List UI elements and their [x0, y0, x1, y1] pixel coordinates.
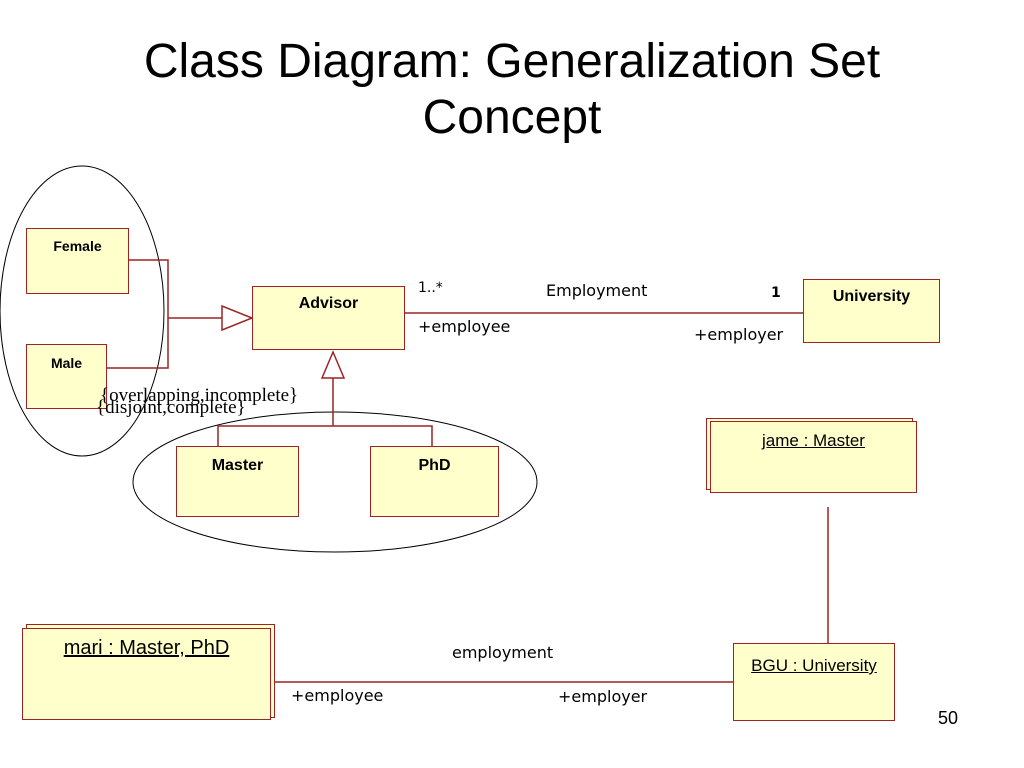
class-male: Male — [26, 344, 107, 409]
multiplicity-advisor: 1..* — [418, 280, 443, 296]
gs-label-disjoint: {disjoint,complete} — [96, 397, 246, 418]
slide-title-line1: Class Diagram: Generalization Set — [143, 35, 881, 88]
class-advisor: Advisor — [252, 286, 405, 350]
link-name: employment — [452, 643, 554, 662]
class-female: Female — [26, 228, 129, 294]
class-female-name: Female — [53, 238, 102, 254]
female-generalization-line — [129, 259, 169, 318]
degree-generalization-arrowhead — [320, 350, 346, 379]
gs-label-overlapping: {overlapping,incomplete} — [100, 385, 299, 406]
object-mari: mari : Master, PhD — [22, 628, 271, 720]
object-mari-name: mari : Master, PhD — [63, 637, 230, 659]
class-university-name: University — [832, 288, 911, 305]
gender-set-ellipse — [0, 165, 165, 457]
multiplicity-university: 1 — [771, 285, 781, 301]
role-employer: +employer — [694, 325, 784, 344]
slide-title: Class Diagram: Generalization Set Concep… — [0, 34, 1024, 146]
role-employee: +employee — [418, 317, 511, 336]
class-university: University — [803, 279, 940, 343]
degree-set-ellipse — [132, 411, 538, 553]
object-bgu-name: BGU : University — [751, 656, 877, 675]
page-number: 50 — [938, 708, 959, 728]
gender-generalization-arrowhead — [221, 304, 255, 332]
class-master-name: Master — [211, 457, 264, 474]
male-generalization-line — [107, 318, 169, 369]
class-phd: PhD — [370, 446, 499, 517]
link-role-employee: +employee — [291, 686, 384, 705]
slide-title-line2: Concept — [422, 91, 602, 144]
class-phd-name: PhD — [418, 457, 451, 474]
class-male-name: Male — [50, 355, 83, 371]
object-jame: jame : Master — [710, 421, 917, 493]
object-jame-name: jame : Master — [762, 431, 865, 450]
object-bgu: BGU : University — [733, 643, 895, 721]
association-name: Employment — [546, 281, 648, 300]
link-role-employer: +employer — [558, 687, 648, 706]
class-advisor-name: Advisor — [298, 295, 359, 312]
class-master: Master — [176, 446, 299, 517]
degree-generalization-bar — [217, 425, 433, 446]
